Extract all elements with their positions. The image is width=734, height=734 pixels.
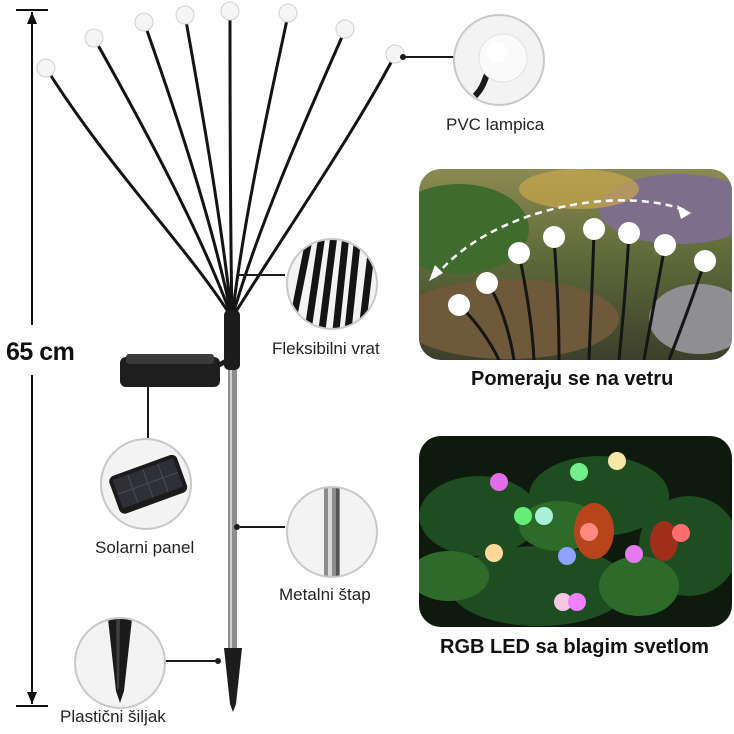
solar-label: Solarni panel <box>95 538 195 557</box>
stem-joint <box>224 310 240 370</box>
metal-rod-detail <box>286 486 378 578</box>
plastic-spike-detail <box>74 617 166 709</box>
wind-caption: Pomeraju se na vetru <box>471 368 674 390</box>
rgb-photo <box>419 436 732 627</box>
rod-label: Metalni štap <box>279 585 371 604</box>
pvc-bulb-detail <box>453 14 545 106</box>
wind-photo <box>419 169 732 360</box>
solar-panel-detail <box>100 438 192 530</box>
metal-rod <box>228 370 237 648</box>
neck-label: Fleksibilni vrat <box>272 339 380 358</box>
flexible-neck-detail <box>286 238 378 330</box>
leader-lines <box>147 56 455 662</box>
plastic-spike <box>224 648 242 712</box>
solar-panel <box>120 354 230 393</box>
rgb-caption: RGB LED sa blagim svetlom <box>440 636 709 658</box>
pvc-label: PVC lampica <box>446 115 545 134</box>
height-label: 65 cm <box>6 338 75 366</box>
spike-label: Plastični šiljak <box>60 707 166 726</box>
bulbs <box>36 1 405 78</box>
height-dimension-line <box>16 9 48 707</box>
